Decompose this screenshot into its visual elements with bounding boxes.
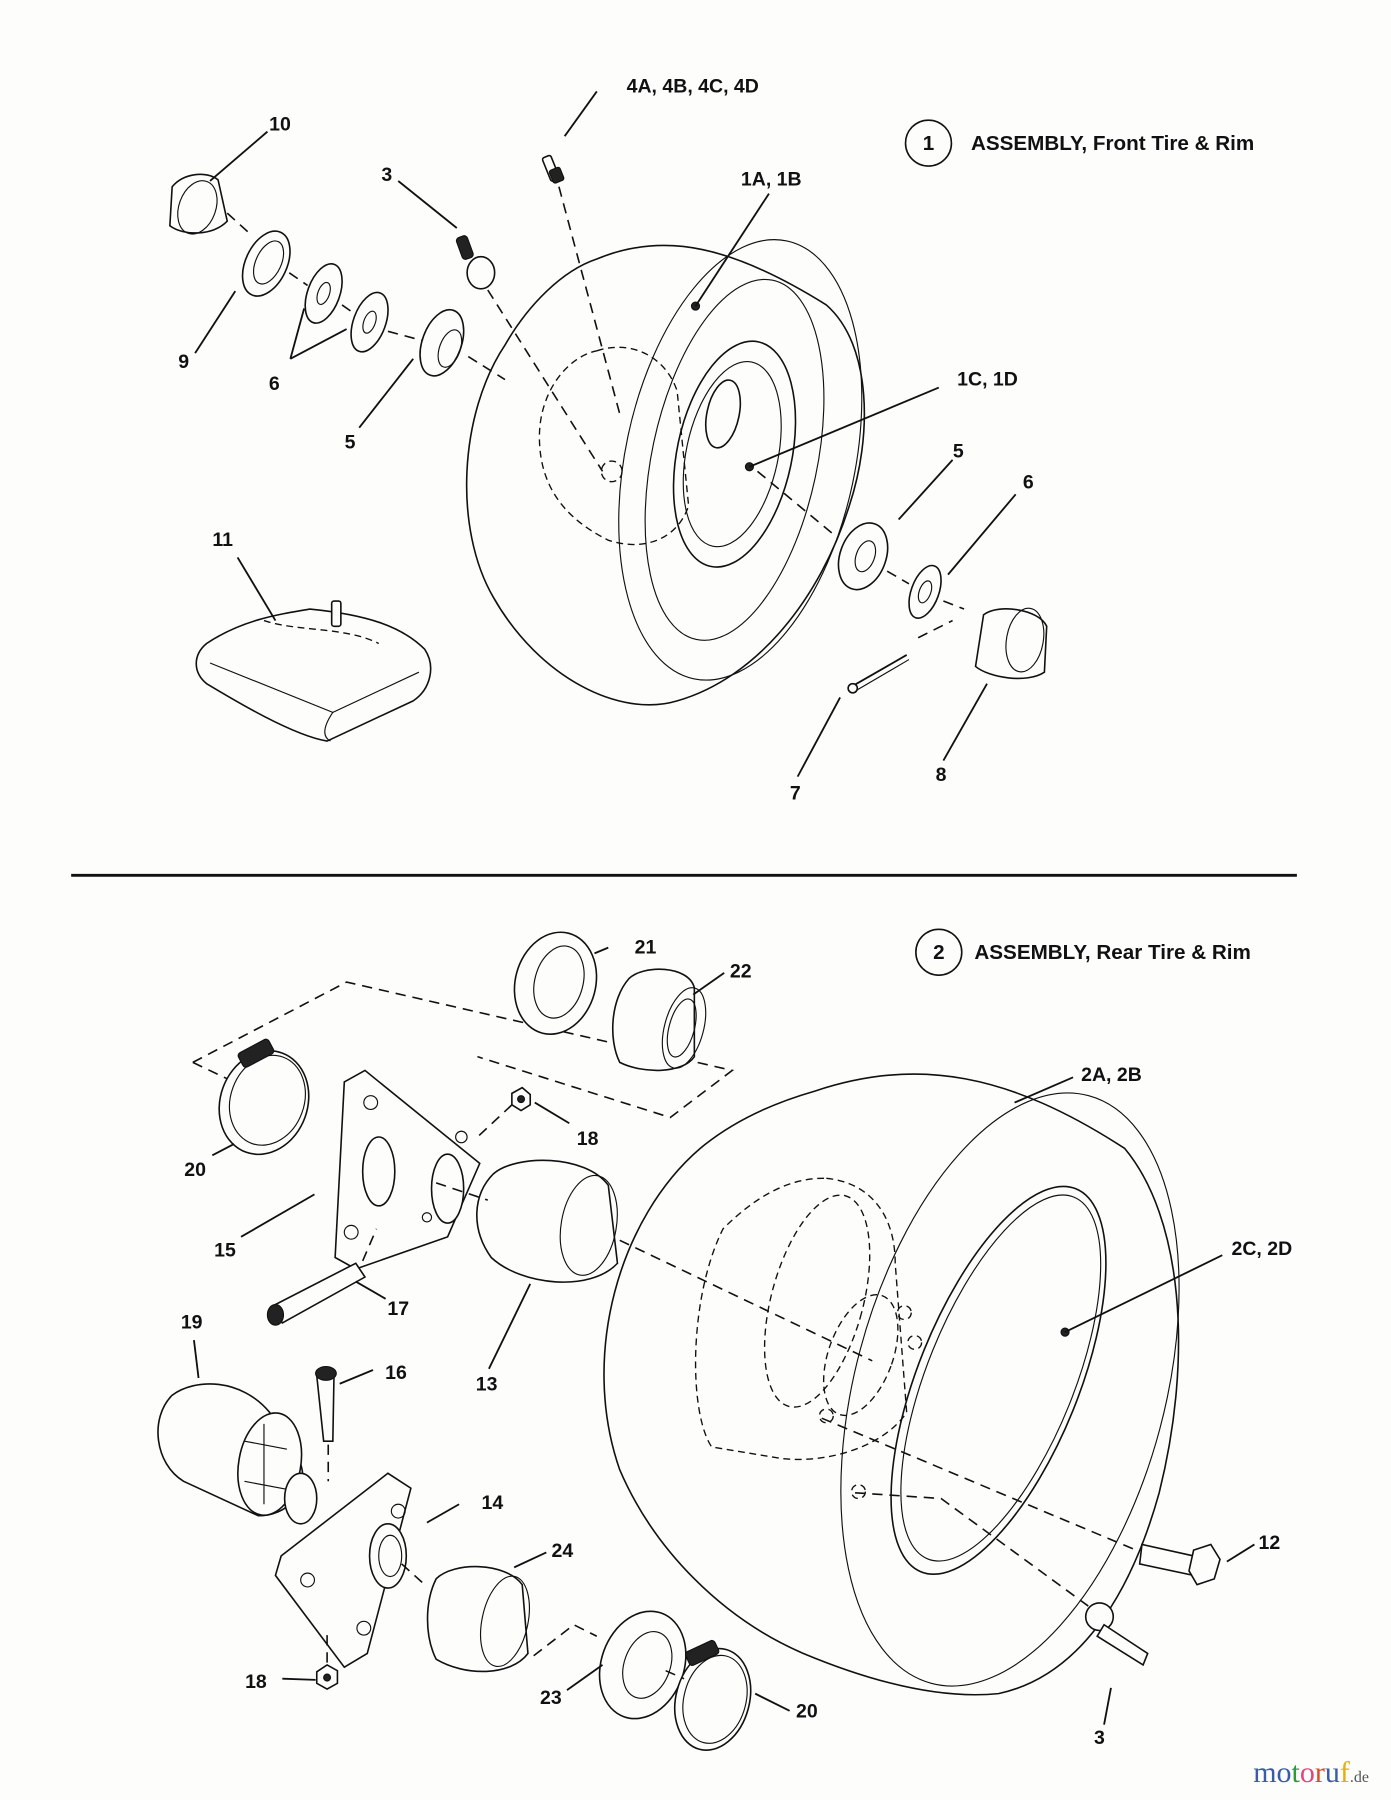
rear-assembly: 2 ASSEMBLY, Rear Tire & Rim xyxy=(157,923,1292,1758)
part-9-bearing[interactable] xyxy=(233,224,300,304)
callout-24: 24 xyxy=(552,1540,574,1562)
part-3-valve-rear[interactable] xyxy=(1084,1602,1149,1667)
part-20-clamp-upper[interactable] xyxy=(205,1038,323,1167)
callout-19: 19 xyxy=(181,1312,203,1334)
front-callout-labels: 4A, 4B, 4C, 4D 10 3 1A, 1B 9 6 5 1C, 1D … xyxy=(178,76,1034,805)
part-14-plate[interactable] xyxy=(274,1472,412,1669)
callout-9: 9 xyxy=(178,351,189,373)
part-11-inner-tube[interactable] xyxy=(195,600,432,742)
callout-20-lower: 20 xyxy=(796,1701,818,1723)
part-5-bushing-right[interactable] xyxy=(830,516,897,596)
watermark-letter: t xyxy=(1291,1756,1300,1789)
callout-16: 16 xyxy=(385,1362,407,1384)
assembly-2-number-circle xyxy=(915,928,963,976)
callout-3-rear: 3 xyxy=(1094,1727,1105,1749)
callout-10: 10 xyxy=(269,113,291,135)
watermark-letter: u xyxy=(1324,1756,1340,1789)
part-16-bolt[interactable] xyxy=(315,1365,337,1442)
rear-leader-lines xyxy=(193,946,1255,1725)
assembly-2-number: 2 xyxy=(933,941,944,964)
assembly-2-title: ASSEMBLY, Rear Tire & Rim xyxy=(974,941,1250,964)
callout-23: 23 xyxy=(540,1687,562,1709)
part-18-nut-lower[interactable] xyxy=(315,1663,339,1690)
rim-callout-dot xyxy=(744,462,755,472)
part-6-washer-right[interactable] xyxy=(903,561,948,622)
callout-2ab: 2A, 2B xyxy=(1081,1064,1142,1086)
rear-callout-labels: 21 22 2A, 2B 18 20 15 2C, 2D 17 13 19 16… xyxy=(181,936,1292,1749)
part-10-cup[interactable] xyxy=(169,173,229,239)
callout-1cd: 1C, 1D xyxy=(957,368,1018,390)
callout-21: 21 xyxy=(635,936,657,958)
front-tire[interactable] xyxy=(465,217,899,706)
callout-2cd: 2C, 2D xyxy=(1231,1238,1292,1260)
callout-15: 15 xyxy=(214,1239,236,1261)
watermark-letter: o xyxy=(1299,1756,1315,1789)
part-7-cotter-pin[interactable] xyxy=(847,654,910,694)
watermark-letter: r xyxy=(1314,1756,1325,1789)
watermark-letter: o xyxy=(1276,1756,1292,1789)
watermark-letter: m xyxy=(1253,1756,1277,1789)
assembly-1-title: ASSEMBLY, Front Tire & Rim xyxy=(971,132,1254,155)
watermark-text: motoruf xyxy=(1253,1756,1350,1790)
assembly-1-header: 1 ASSEMBLY, Front Tire & Rim xyxy=(904,119,1254,167)
part-5-bushing-left[interactable] xyxy=(412,304,472,382)
watermark-suffix: .de xyxy=(1349,1769,1369,1786)
callout-7: 7 xyxy=(790,783,801,805)
part-18-nut-upper[interactable] xyxy=(511,1086,532,1112)
callout-1ab: 1A, 1B xyxy=(741,169,802,191)
assembly-2-header: 2 ASSEMBLY, Rear Tire & Rim xyxy=(915,928,1251,976)
part-14-stud xyxy=(283,1472,318,1525)
callout-13: 13 xyxy=(476,1374,498,1396)
callout-17: 17 xyxy=(387,1298,409,1320)
callout-20-upper: 20 xyxy=(184,1159,206,1181)
callout-22: 22 xyxy=(730,960,752,982)
front-leader-lines xyxy=(194,90,1017,778)
part-8-cap[interactable] xyxy=(974,605,1049,680)
part-12-bolt[interactable] xyxy=(1138,1543,1221,1586)
part-15-plate[interactable] xyxy=(334,1069,481,1270)
callout-6-front-left: 6 xyxy=(269,373,280,395)
part-13-bushing[interactable] xyxy=(476,1159,625,1283)
callout-18-upper: 18 xyxy=(577,1128,599,1150)
part-24-bushing[interactable] xyxy=(426,1565,537,1673)
callout-18-lower: 18 xyxy=(245,1671,267,1693)
callout-4abcd: 4A, 4B, 4C, 4D xyxy=(627,76,759,98)
callout-8: 8 xyxy=(936,764,947,786)
front-valve-3[interactable] xyxy=(455,235,496,290)
callout-6-front-right: 6 xyxy=(1023,472,1034,494)
callout-5-front-right: 5 xyxy=(953,441,964,463)
callout-11: 11 xyxy=(212,529,233,551)
callout-5-front-left: 5 xyxy=(345,431,356,453)
callout-12: 12 xyxy=(1258,1532,1280,1554)
callout-3-front: 3 xyxy=(381,164,392,186)
part-21-seal[interactable] xyxy=(503,923,607,1044)
part-22-bushing[interactable] xyxy=(611,968,714,1073)
watermark-logo: motoruf.de xyxy=(1253,1756,1369,1790)
part-19-spacer[interactable] xyxy=(157,1383,309,1520)
part-20-clamp-lower[interactable] xyxy=(664,1639,762,1758)
part-6-washers[interactable] xyxy=(298,259,395,357)
front-assembly: 1 ASSEMBLY, Front Tire & Rim xyxy=(169,76,1254,805)
front-valve-stem[interactable] xyxy=(541,154,565,184)
assembly-1-number: 1 xyxy=(923,132,934,155)
watermark-letter: f xyxy=(1339,1756,1350,1789)
part-17-bolt[interactable] xyxy=(266,1262,367,1326)
assembly-1-number-circle xyxy=(904,119,953,167)
rear-tire[interactable] xyxy=(603,1056,1238,1724)
callout-14: 14 xyxy=(482,1492,504,1514)
